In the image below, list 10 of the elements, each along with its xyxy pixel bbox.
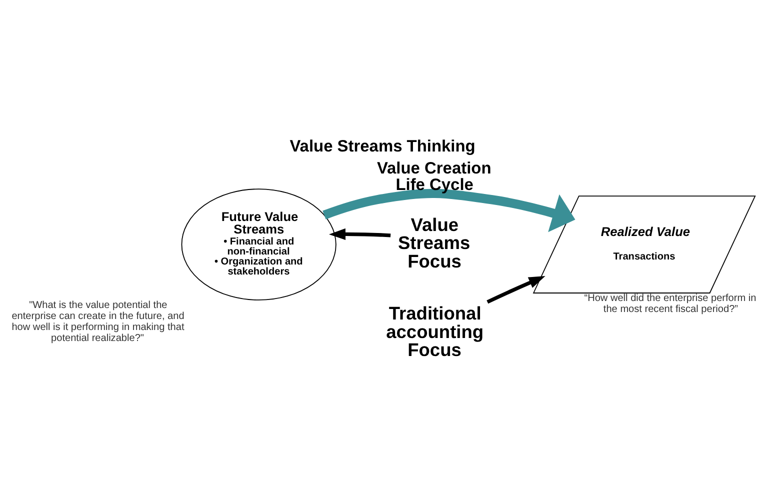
arrow bbox=[486, 276, 546, 304]
arrow bbox=[328, 228, 391, 240]
node-text: Traditional accounting Focus bbox=[386, 302, 484, 360]
node-text: Value Streams Focus bbox=[398, 213, 470, 271]
edge-label: Value Creation Life Cycle bbox=[376, 159, 492, 194]
node-ellipse: Future Value Streams • Financial and non-financial • Organization and stakeholders bbox=[181, 188, 336, 300]
node-label: “How well did the enterprise perform in the most recent fiscal period?” bbox=[584, 292, 756, 315]
diagram-title: Value Streams Thinking bbox=[290, 137, 476, 156]
node-label: "What is the value potential the enterprise can create in the future, and how well is it performing in making that potential realizable?" bbox=[12, 300, 184, 344]
arrow bbox=[322, 188, 576, 232]
